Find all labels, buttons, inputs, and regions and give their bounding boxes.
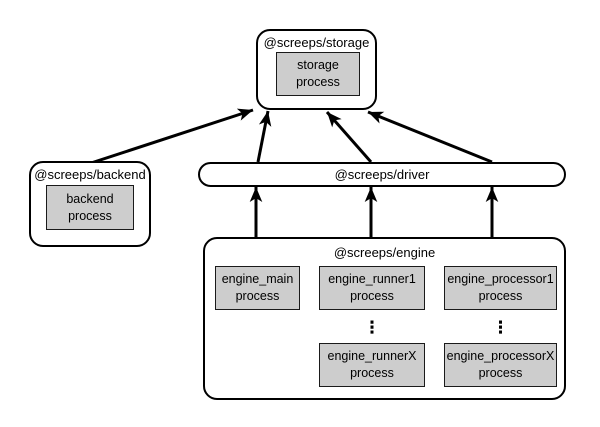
node-engine: @screeps/engine engine_main process engi… xyxy=(203,237,566,400)
engine-main-process-box: engine_main process xyxy=(215,266,300,310)
backend-process-line2: process xyxy=(68,208,112,223)
engine-processor1-line1: engine_processor1 xyxy=(447,272,554,286)
storage-process-line1: storage xyxy=(297,58,339,72)
storage-process-line2: process xyxy=(296,75,340,89)
storage-package-label: @screeps/storage xyxy=(263,35,370,50)
engine-runnerX-line1: engine_runnerX xyxy=(327,349,417,363)
engine-main-line2: process xyxy=(235,289,280,303)
engine-runner1-process-box: engine_runner1 process xyxy=(319,266,425,310)
engine-processor1-line2: process xyxy=(478,289,523,303)
driver-package-label: @screeps/driver xyxy=(334,167,430,182)
storage-process-box: storage process xyxy=(276,52,360,96)
node-storage: @screeps/storage storage process xyxy=(256,29,377,110)
engine-runnerX-line2: process xyxy=(350,366,394,380)
arrow-driver-to-storage xyxy=(325,111,373,163)
engine-processor1-process-box: engine_processor1 process xyxy=(444,266,557,310)
engine-processorX-line2: process xyxy=(478,366,523,380)
engine-processorX-line1: engine_processorX xyxy=(446,349,555,363)
arrow-backend-to-storage xyxy=(87,108,254,166)
processor-ellipsis-icon: ⋮ xyxy=(492,318,509,338)
runner-ellipsis-icon: ⋮ xyxy=(363,318,381,338)
arrow-driver-to-storage xyxy=(367,110,493,164)
node-driver: @screeps/driver xyxy=(198,162,566,187)
engine-processorX-process-box: engine_processorX process xyxy=(444,343,557,387)
backend-process-line1: backend xyxy=(66,191,114,206)
arrow-driver-to-storage xyxy=(256,110,272,163)
backend-package-label: @screeps/backend xyxy=(34,167,146,182)
engine-package-label: @screeps/engine xyxy=(333,245,436,260)
backend-process-box: backend process xyxy=(46,185,134,230)
engine-runner1-line1: engine_runner1 xyxy=(328,272,416,286)
engine-main-line1: engine_main xyxy=(221,272,294,286)
engine-runnerX-process-box: engine_runnerX process xyxy=(319,343,425,387)
engine-runner1-line2: process xyxy=(350,289,394,303)
node-backend: @screeps/backend backend process xyxy=(29,161,151,247)
